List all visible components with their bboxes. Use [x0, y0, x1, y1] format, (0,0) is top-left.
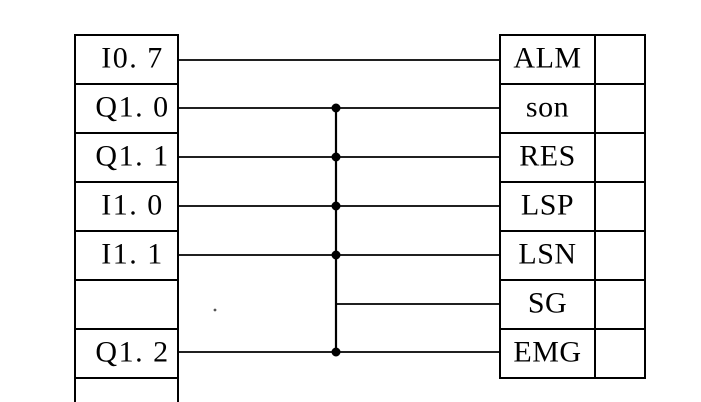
plc-io-label: Q1. 2 [95, 335, 169, 368]
table-row [74, 377, 179, 402]
servo-signal-label: EMG [513, 335, 581, 368]
table-row: I1. 0 [74, 181, 179, 232]
stray-speck-layer [213, 308, 217, 312]
table-row [74, 279, 179, 330]
stray-speck [213, 308, 217, 312]
plc-io-label: Q1. 0 [95, 90, 169, 123]
table-row: LSN [499, 230, 646, 281]
servo-signal-label: LSP [521, 188, 574, 221]
servo-signal-label: ALM [513, 41, 581, 74]
plc-io-table: I0. 7 Q1. 0 Q1. 1 I1. 0 I1. 1 Q1. 2 [74, 34, 179, 402]
plc-io-label: I1. 1 [101, 237, 164, 270]
table-row: Q1. 0 [74, 83, 179, 134]
junction-dot [331, 201, 341, 211]
junction-dot [331, 103, 341, 113]
servo-signal-label: SG [528, 286, 567, 319]
table-row: Q1. 2 [74, 328, 179, 379]
plc-io-label: Q1. 1 [95, 139, 169, 172]
table-row: LSP [499, 181, 646, 232]
junction-dot [331, 152, 341, 162]
table-row: son [499, 83, 646, 134]
junction-dot [331, 347, 341, 357]
servo-signal-table-border [499, 34, 646, 379]
junction-dots-layer [331, 103, 341, 357]
servo-signal-label: LSN [518, 237, 576, 270]
servo-signal-label: RES [519, 139, 576, 172]
servo-signal-label: son [526, 90, 569, 123]
table-row: ALM [499, 34, 646, 85]
table-row: SG [499, 279, 646, 330]
table-row: EMG [499, 328, 646, 379]
table-row: Q1. 1 [74, 132, 179, 183]
table-row: I1. 1 [74, 230, 179, 281]
junction-dot [331, 250, 341, 260]
plc-io-table-border [74, 34, 179, 402]
plc-io-label: I0. 7 [101, 41, 164, 74]
table-row: I0. 7 [74, 34, 179, 85]
plc-io-label: I1. 0 [101, 188, 164, 221]
table-row: RES [499, 132, 646, 183]
